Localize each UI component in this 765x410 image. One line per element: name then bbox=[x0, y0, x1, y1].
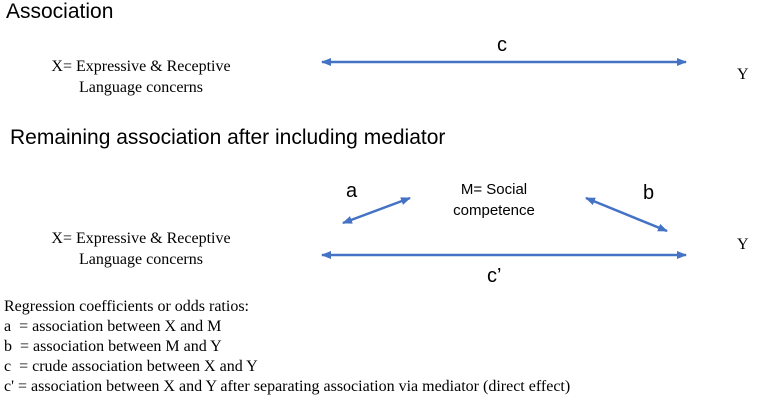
x-label-line1: X= Expressive & Receptive bbox=[51, 230, 231, 247]
legend-item-a: a = association between X and M bbox=[4, 318, 222, 335]
path-c-prime-label: c’ bbox=[487, 265, 502, 287]
y-node-total-effect: Y bbox=[737, 66, 749, 83]
coefficient-legend: Regression coefficients or odds ratios: … bbox=[4, 297, 570, 397]
m-label-line2: competence bbox=[453, 202, 535, 219]
path-c-label: c bbox=[497, 34, 507, 56]
path-a-arrow bbox=[342, 196, 411, 225]
mediation-heading: Remaining association after including me… bbox=[10, 126, 446, 149]
legend-item-b: b = association between M and Y bbox=[4, 338, 222, 355]
path-b-label: b bbox=[643, 182, 655, 204]
path-a-label: a bbox=[346, 180, 358, 202]
association-heading: Association bbox=[6, 0, 114, 23]
x-node-total-effect: X= Expressive & Receptive Language conce… bbox=[38, 56, 244, 98]
x-node-direct-effect: X= Expressive & Receptive Language conce… bbox=[38, 228, 244, 270]
m-label-line1: M= Social bbox=[460, 181, 528, 198]
path-b-arrow bbox=[585, 196, 668, 233]
m-node: M= Social competence bbox=[434, 179, 554, 221]
x-label-line1: X= Expressive & Receptive bbox=[51, 58, 231, 75]
x-label-line2: Language concerns bbox=[79, 251, 203, 268]
y-node-direct-effect: Y bbox=[737, 236, 749, 253]
x-label-line2: Language concerns bbox=[79, 79, 203, 96]
legend-title: Regression coefficients or odds ratios: bbox=[4, 298, 249, 315]
legend-item-c: c = crude association between X and Y bbox=[4, 358, 258, 375]
legend-item-c-prime: c' = association between X and Y after s… bbox=[4, 378, 571, 395]
